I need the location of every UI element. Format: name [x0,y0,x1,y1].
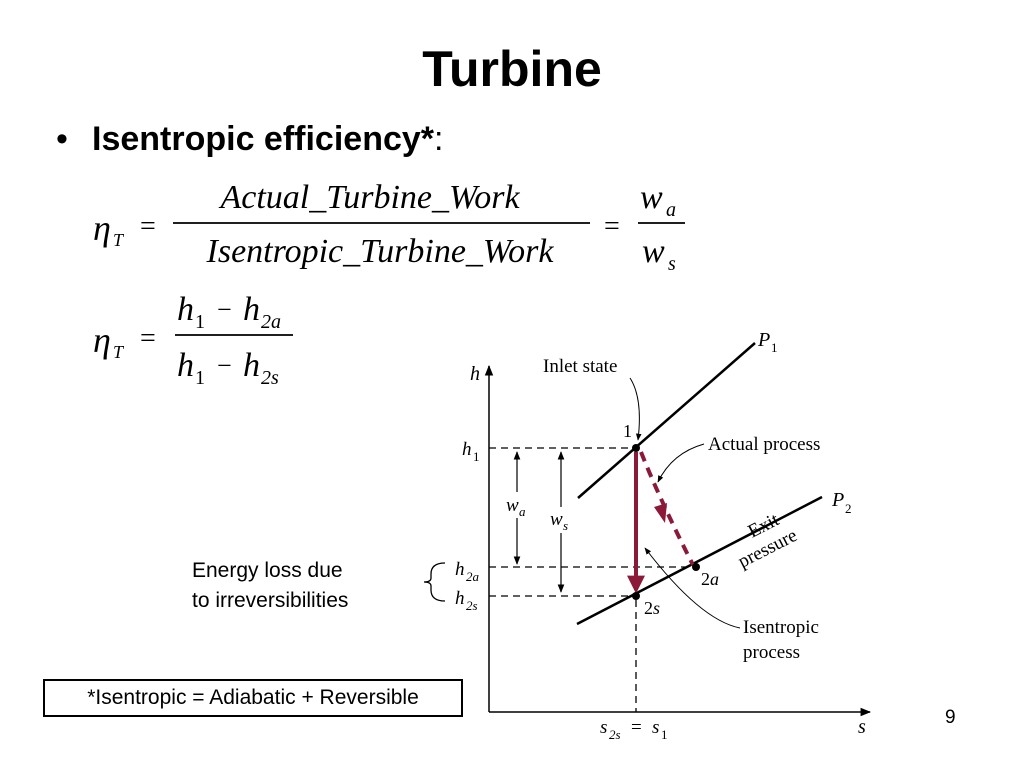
state-2s-point [632,592,640,600]
s-axis-label: s [858,716,866,738]
bullet-text: Isentropic efficiency* [92,120,435,158]
h2s-value-sub: 2s [466,598,478,613]
state-1-point [632,444,640,452]
hs-diagram: h s P 1 P 2 w a w s 1 2a 2s [423,329,872,742]
state-2s-label: 2s [644,598,660,618]
isentropic-process-label-2: process [743,642,800,663]
ws-label-sub: s [563,518,568,533]
state-2a-point [692,563,700,571]
state-2a-label: 2a [701,569,719,589]
num-h2: h [243,291,260,328]
h1-value: h [462,439,472,460]
den-h1-sub: 1 [195,367,205,389]
inlet-state-label: Inlet state [543,356,617,377]
efficiency-equation-1: η T = Actual_Turbine_Work Isentropic_Tur… [93,179,685,275]
num-h1: h [177,291,194,328]
actual-process-label: Actual process [708,434,820,455]
s-equals: = [631,717,642,738]
ws-denominator-sub: s [668,253,676,275]
h2a-value: h [455,559,465,580]
eta-subscript-2: T [113,342,125,362]
h2s-value: h [455,588,465,609]
ws-label: w [550,509,563,530]
equals-sign-2: = [604,211,620,242]
wa-label: w [506,495,519,516]
actual-work-numerator: Actual_Turbine_Work [218,179,520,216]
actual-process-pointer [657,443,705,483]
p1-isobar [577,342,756,499]
eta-subscript-1: T [113,230,125,250]
s2s-value-sub: 2s [609,727,621,742]
p2-label-sub: 2 [845,501,852,516]
bullet-symbol: • [56,120,68,158]
isentropic-process-pointer [644,547,741,629]
isentropic-work-denominator: Isentropic_Turbine_Work [206,233,555,270]
efficiency-equation-2: η T = h 1 − h 2a h 1 − h 2s [93,291,293,389]
wa-label-bg [503,492,533,518]
actual-process-arrowhead [654,503,667,523]
equals-sign-1: = [140,211,156,242]
p1-label-sub: 1 [771,340,778,355]
eta-symbol-1: η [93,208,111,248]
bullet-item: • Isentropic efficiency*: [56,120,443,159]
energy-loss-brace [423,562,446,602]
h-axis-label: h [470,363,480,385]
wa-label-sub: a [519,504,526,519]
p2-label: P [831,489,844,511]
bullet-colon: : [434,120,444,158]
page-number: 9 [945,707,956,728]
wa-numerator-sub: a [666,199,676,221]
p1-label: P [757,329,770,351]
h1-value-sub: 1 [473,449,480,464]
equals-sign-3: = [140,323,156,354]
den-h1: h [177,347,194,384]
state-1-label: 1 [623,421,632,441]
h2a-value-sub: 2a [466,569,480,584]
num-h2-sub: 2a [261,311,281,333]
den-minus: − [217,351,232,380]
energy-loss-note: Energy loss due to irreversibilities [192,556,348,616]
energy-loss-line-1: Energy loss due [192,559,343,582]
den-h2-sub: 2s [261,367,279,389]
ws-label-bg [547,507,577,533]
den-h2: h [243,347,260,384]
slide-title: Turbine [422,41,602,97]
wa-numerator: w [640,179,663,216]
energy-loss-line-2: to irreversibilities [192,589,349,612]
ws-denominator: w [642,233,665,270]
s1-value: s [652,717,659,738]
s1-value-sub: 1 [661,727,668,742]
actual-process-line [639,451,695,566]
p2-isobar [576,495,823,626]
isentropic-process-label-1: Isentropic [743,617,819,638]
num-h1-sub: 1 [195,311,205,333]
inlet-state-pointer [629,377,642,441]
s2s-value: s [600,717,607,738]
num-minus: − [217,295,232,324]
eta-symbol-2: η [93,320,111,360]
footnote-box: *Isentropic = Adiabatic + Reversible [43,679,463,717]
